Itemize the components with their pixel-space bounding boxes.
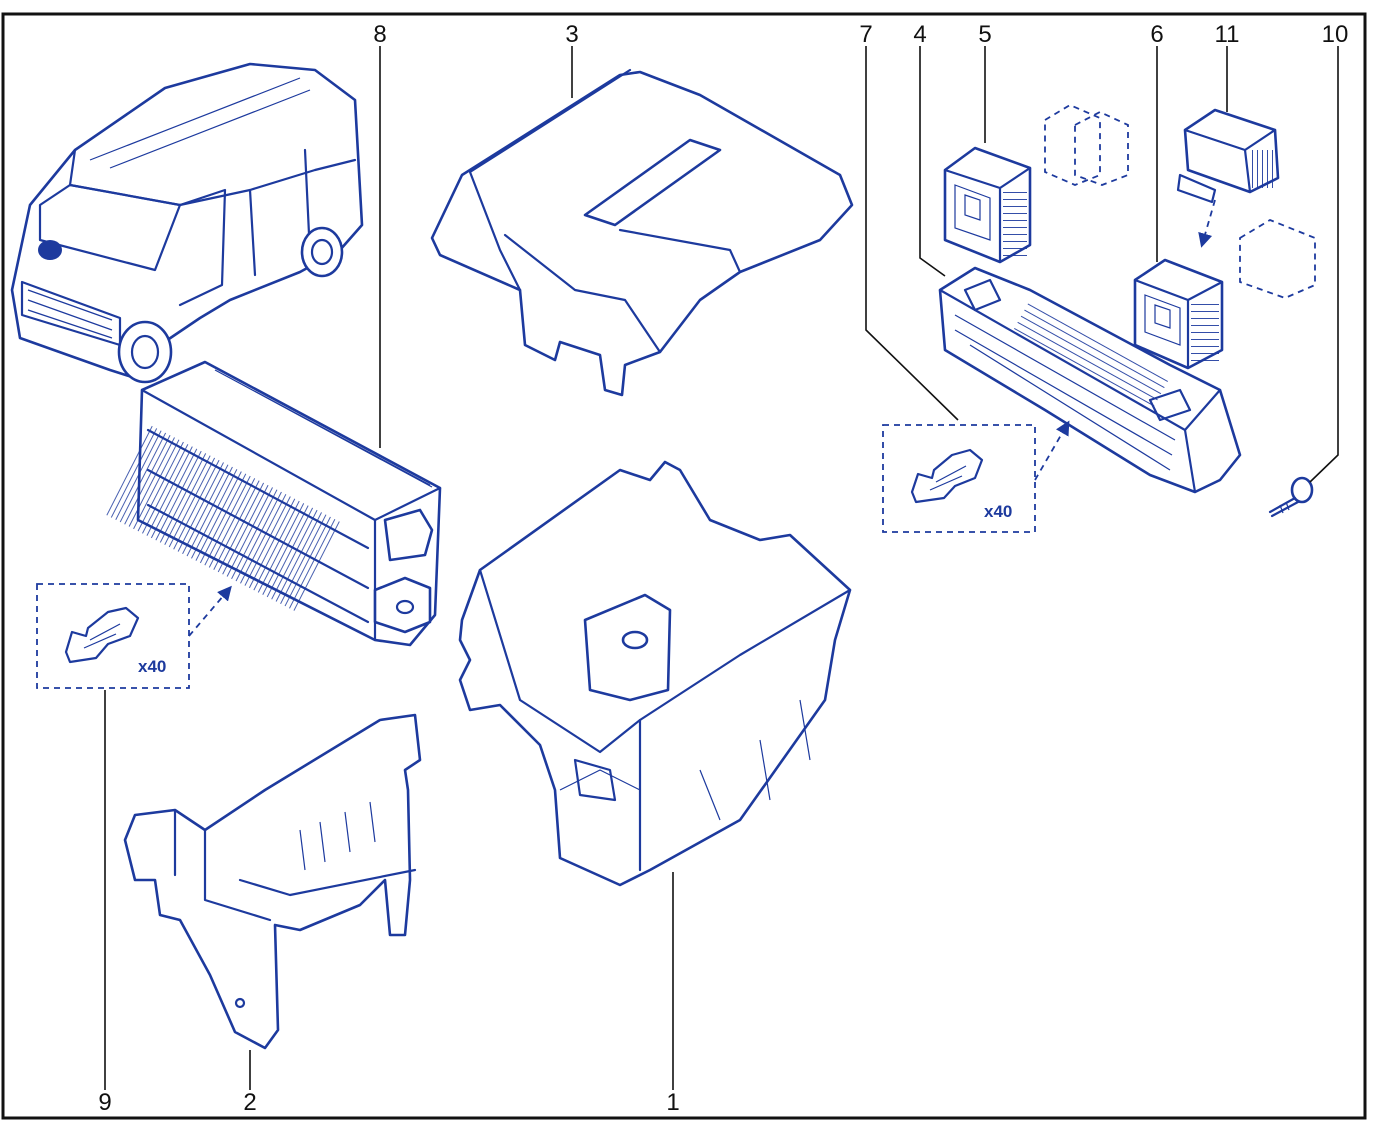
part-8-fuse-box	[104, 360, 442, 647]
callout-3: 3	[565, 21, 578, 48]
part-11-relay	[1176, 108, 1280, 248]
part-6-relay	[1133, 258, 1224, 370]
part-1-housing	[458, 460, 852, 887]
callout-8: 8	[373, 21, 386, 48]
callout-7: 7	[859, 21, 872, 48]
ghost-relay-pair	[1044, 103, 1129, 186]
van-illustration	[10, 62, 364, 384]
diagram-frame	[1, 12, 1367, 1120]
callout-4: 4	[913, 21, 926, 48]
part-7-terminal-box: x40	[882, 420, 1070, 533]
callout-6: 6	[1150, 21, 1163, 48]
part-5-relay	[943, 146, 1032, 264]
part-9-terminal-box: x40	[36, 583, 232, 689]
part-3-cover	[430, 68, 854, 397]
callout-numbers: 8 3 7 4 5 6 11 10 9 2 1	[98, 21, 1348, 1116]
callout-11: 11	[1215, 21, 1240, 48]
part-4-relay-rail	[938, 266, 1242, 494]
callout-9: 9	[98, 1089, 111, 1116]
leader-lines	[104, 46, 1339, 1090]
quantity-label-left: x40	[138, 657, 166, 676]
callout-10: 10	[1322, 21, 1349, 48]
part-10-screw	[1268, 476, 1314, 518]
callout-1: 1	[666, 1089, 679, 1116]
ghost-relay-right	[1239, 218, 1316, 299]
part-2-bracket	[123, 713, 422, 1050]
callout-2: 2	[243, 1089, 256, 1116]
quantity-label-right: x40	[984, 502, 1012, 521]
fuse-box-location-marker	[38, 240, 62, 260]
callout-5: 5	[978, 21, 991, 48]
